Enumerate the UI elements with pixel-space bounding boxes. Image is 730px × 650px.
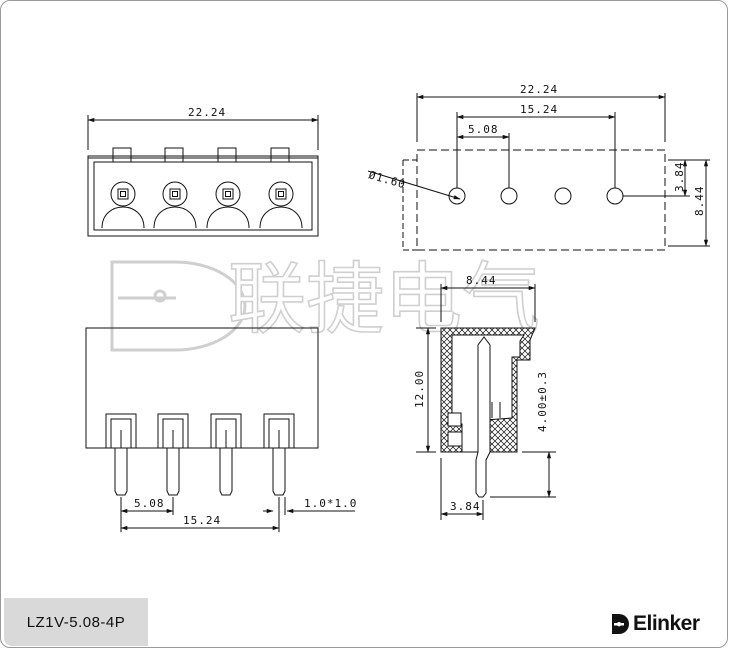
bottom-pin-4 — [263, 413, 295, 496]
top-view — [367, 93, 710, 251]
dim-side-pin-length: 4.00±0.3 — [536, 371, 549, 432]
dim-hole-diameter: Ø1.60 — [367, 168, 407, 191]
brand-name: Elinker — [633, 612, 700, 635]
part-number-box: LZ1V-5.08-4P — [4, 598, 148, 646]
dim-top-pin-span: 15.24 — [520, 103, 558, 116]
bottom-pin-3 — [210, 413, 242, 496]
dim-side-pin-offset: 3.84 — [450, 500, 481, 513]
bottom-pin-1 — [105, 413, 137, 496]
dim-front-width: 22.24 — [188, 106, 226, 119]
bottom-pin-2 — [157, 413, 189, 496]
bottom-front-view — [85, 327, 355, 532]
elinker-logo-icon — [612, 614, 629, 634]
front-pin-1 — [101, 147, 145, 229]
brand-logo: Elinker — [610, 610, 700, 638]
dim-bottom-pin-pitch: 5.08 — [134, 497, 165, 510]
dim-top-depth: 8.44 — [693, 186, 706, 217]
top-hole-3 — [554, 187, 572, 205]
front-pin-4 — [259, 147, 303, 229]
dim-top-pin-pitch: 5.08 — [468, 123, 499, 136]
dim-side-height: 12.00 — [413, 370, 426, 408]
dim-bottom-pin-span: 15.24 — [183, 514, 221, 527]
side-section-view — [416, 284, 556, 520]
front-view — [87, 115, 319, 237]
dim-top-width: 22.24 — [520, 83, 558, 96]
dim-pin-section: 1.0*1.0 — [304, 497, 357, 510]
front-pin-3 — [206, 147, 250, 229]
dim-side-depth: 8.44 — [466, 274, 497, 287]
part-number: LZ1V-5.08-4P — [26, 613, 126, 631]
watermark-logo-icon — [110, 260, 247, 352]
top-hole-4 — [606, 187, 624, 205]
dim-hole-offset: 3.84 — [673, 162, 686, 193]
front-pin-2 — [153, 147, 197, 229]
top-hole-2 — [500, 187, 518, 205]
